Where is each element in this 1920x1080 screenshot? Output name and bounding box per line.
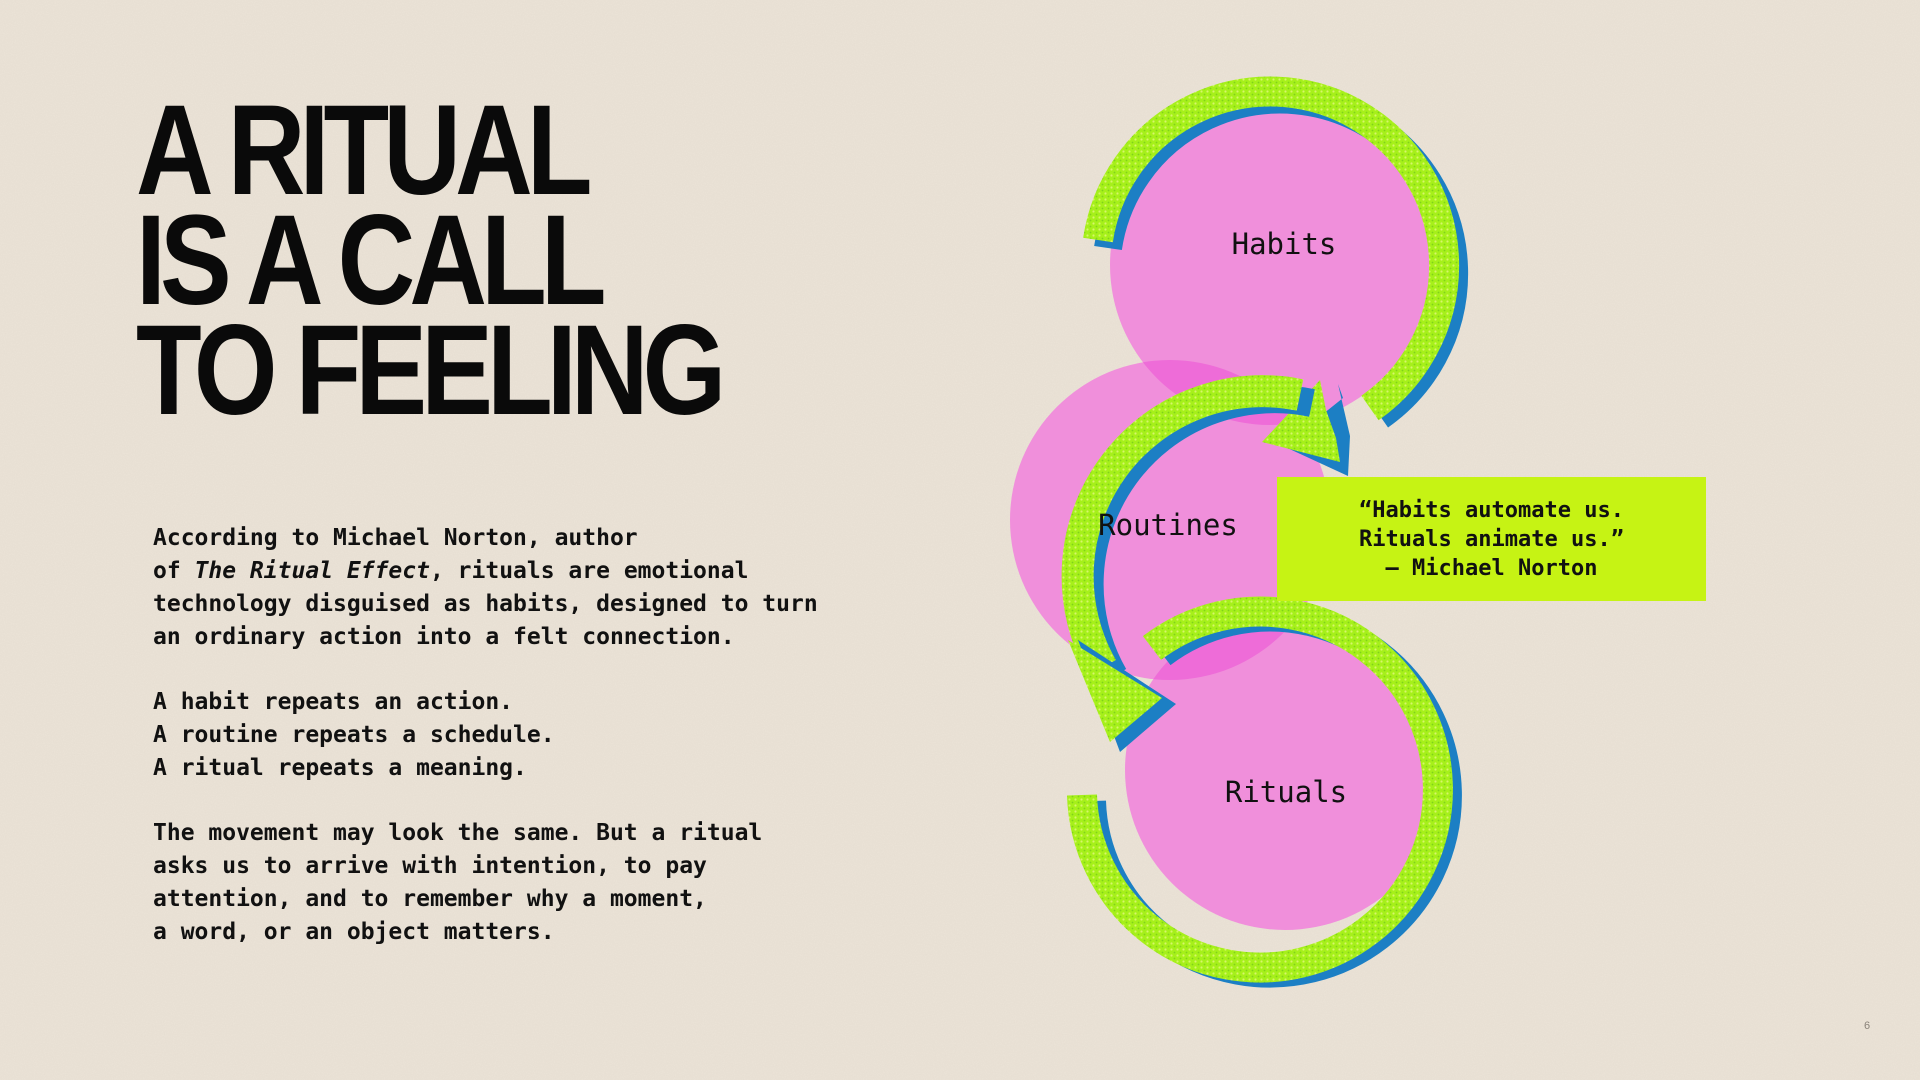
body-copy: According to Michael Norton, author of T… [153,522,873,981]
habits-circle [1110,105,1430,425]
closing-line-1: The movement may look the same. But a ri… [153,820,763,846]
habits-routines-rituals-diagram: Habits Routines Rituals [1010,76,1469,988]
definition-routine: A routine repeats a schedule. [153,722,555,748]
routines-cycle-arrow [1061,375,1315,752]
definitions-paragraph: A habit repeats an action. A routine rep… [153,686,873,785]
intro-paragraph: According to Michael Norton, author of T… [153,522,873,654]
closing-line-4: a word, or an object matters. [153,919,555,945]
rituals-circle [1125,610,1445,930]
closing-line-3: attention, and to remember why a moment, [153,886,707,912]
title-line-3: TO FEELING [136,299,726,443]
title-line-1: A RITUAL [136,79,593,222]
habits-label: Habits [1232,227,1337,261]
intro-line-2-pre: of [153,558,195,584]
definition-ritual: A ritual repeats a meaning. [153,755,527,781]
routines-label: Routines [1098,508,1238,542]
page-number: 6 [1864,1020,1871,1032]
quote-line-1: “Habits automate us. [1359,497,1624,523]
book-title: The Ritual Effect [194,558,430,584]
habits-cycle-arrow [1083,76,1469,476]
intro-line-4: an ordinary action into a felt connectio… [153,624,735,650]
title-line-2: IS A CALL [136,189,607,333]
intro-line-2-post: , rituals are emotional [429,558,749,584]
closing-line-2: asks us to arrive with intention, to pay [153,853,707,879]
quote-line-2: Rituals animate us.” [1359,526,1624,552]
slide-title: A RITUAL IS A CALL TO FEELING [136,79,726,443]
intro-line-2: of The Ritual Effect, rituals are emotio… [153,555,873,588]
definition-habit: A habit repeats an action. [153,689,514,715]
rituals-label: Rituals [1225,775,1347,809]
quote-box: “Habits automate us. Rituals animate us.… [1277,477,1706,601]
rituals-cycle-arrow [1067,596,1462,988]
closing-paragraph: The movement may look the same. But a ri… [153,817,873,949]
intro-line-3: technology disguised as habits, designed… [153,591,818,617]
quote-attribution: — Michael Norton [1385,555,1598,581]
intro-line-1: According to Michael Norton, author [153,525,638,551]
